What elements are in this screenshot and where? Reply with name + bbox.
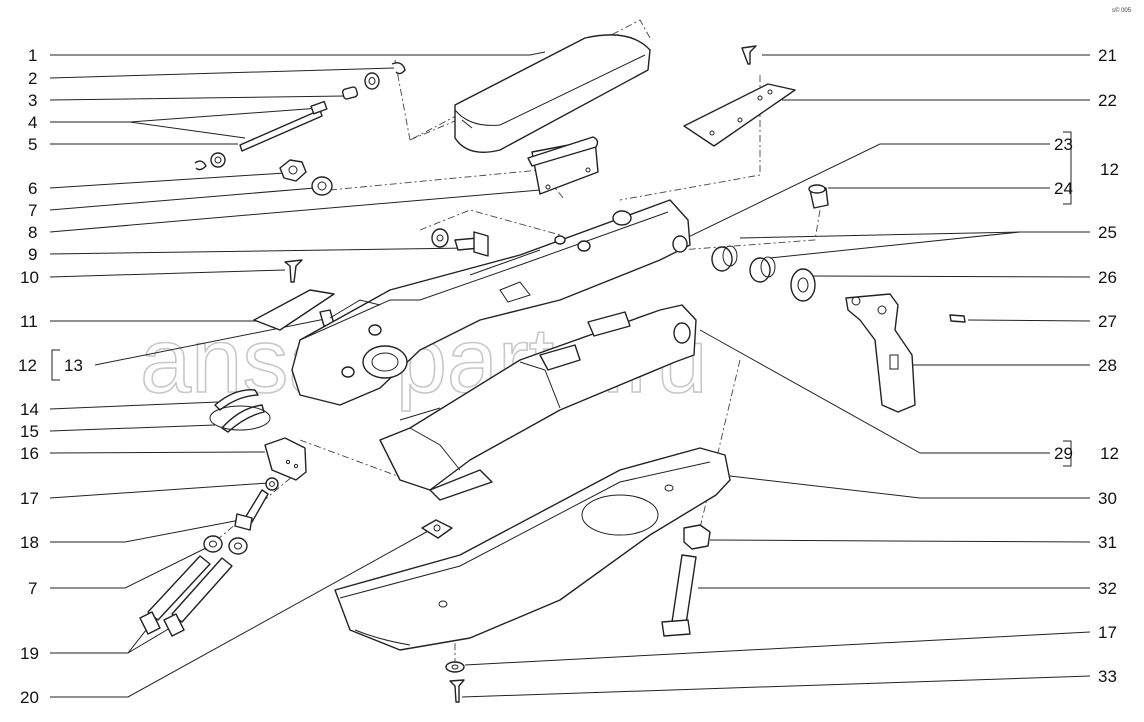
- callout-17-right: 17: [1098, 623, 1117, 642]
- callout-28: 28: [1098, 356, 1117, 375]
- group-label-12-upper: 12: [1100, 160, 1119, 179]
- callout-21: 21: [1098, 46, 1117, 65]
- washers-7-lower: [203, 535, 248, 555]
- callout-22: 22: [1098, 91, 1117, 110]
- pin-27: [949, 314, 966, 323]
- hinge-bracket: [527, 136, 599, 195]
- corner-mark: s© 005: [1112, 7, 1132, 14]
- callout-13: 13: [64, 356, 83, 375]
- callout-4: 4: [28, 113, 37, 132]
- callout-26: 26: [1098, 268, 1117, 287]
- screw-plate-10-11: [253, 259, 335, 331]
- group-label-12-lower: 12: [1100, 444, 1119, 463]
- lower-frame: [379, 304, 697, 501]
- long-bolts-19: [139, 555, 233, 637]
- callout-7-lower: 7: [28, 579, 37, 598]
- sleeves-25: [711, 245, 776, 283]
- callout-11: 11: [20, 312, 38, 331]
- screw-21: [741, 45, 757, 65]
- callout-31: 31: [1098, 533, 1117, 552]
- console-upper-housing: [291, 199, 691, 406]
- plate-22: [683, 83, 796, 147]
- bushing-24: [808, 184, 829, 209]
- callout-15: 15: [20, 422, 39, 441]
- nut-washer-top: [279, 159, 333, 196]
- clips-14-15: [209, 389, 271, 433]
- washer-screw-17-33: [445, 661, 465, 703]
- square-nut-20: [421, 519, 453, 539]
- leader-lines-right: [461, 54, 1091, 698]
- bracket-28: [845, 293, 916, 413]
- callout-25: 25: [1098, 223, 1117, 242]
- callout-12-left: 12: [18, 356, 37, 375]
- callout-numbers-left: 1 2 3 4 5 6 7 8 9 10 11 12 13 14 15 16 1…: [18, 46, 83, 707]
- callout-32: 32: [1098, 579, 1117, 598]
- callout-16: 16: [20, 444, 39, 463]
- callout-5: 5: [28, 135, 37, 154]
- callout-7: 7: [28, 201, 37, 220]
- callout-18: 18: [20, 533, 39, 552]
- callout-27: 27: [1098, 312, 1117, 331]
- callout-3: 3: [28, 91, 37, 110]
- bolt-washer-17-18: [234, 477, 279, 531]
- callout-8: 8: [28, 223, 37, 242]
- callout-24: 24: [1054, 179, 1073, 198]
- callout-1: 1: [28, 46, 37, 65]
- armrest-cushion: [454, 34, 651, 153]
- pin-washers: [194, 62, 406, 171]
- callout-20: 20: [20, 688, 39, 707]
- bracket-16: [264, 437, 307, 481]
- callout-33: 33: [1098, 667, 1117, 686]
- callout-10: 10: [20, 268, 39, 287]
- callout-9: 9: [28, 245, 37, 264]
- callout-19: 19: [20, 644, 39, 663]
- callout-14: 14: [20, 400, 39, 419]
- callout-numbers-right: 21 22 23 24 25 26 27 28 29 30 31 32 17 3…: [1054, 46, 1119, 686]
- callout-6: 6: [28, 179, 37, 198]
- nut-bolt-31-32: [661, 524, 711, 637]
- callout-23: 23: [1054, 135, 1073, 154]
- callout-30: 30: [1098, 489, 1117, 508]
- lower-pan: [334, 447, 731, 651]
- bolt-washer-9: [431, 228, 489, 257]
- callout-17-left: 17: [20, 489, 39, 508]
- callout-2: 2: [28, 69, 37, 88]
- callout-29: 29: [1054, 444, 1073, 463]
- washer-26: [790, 268, 816, 302]
- leader-lines-left: [49, 51, 546, 698]
